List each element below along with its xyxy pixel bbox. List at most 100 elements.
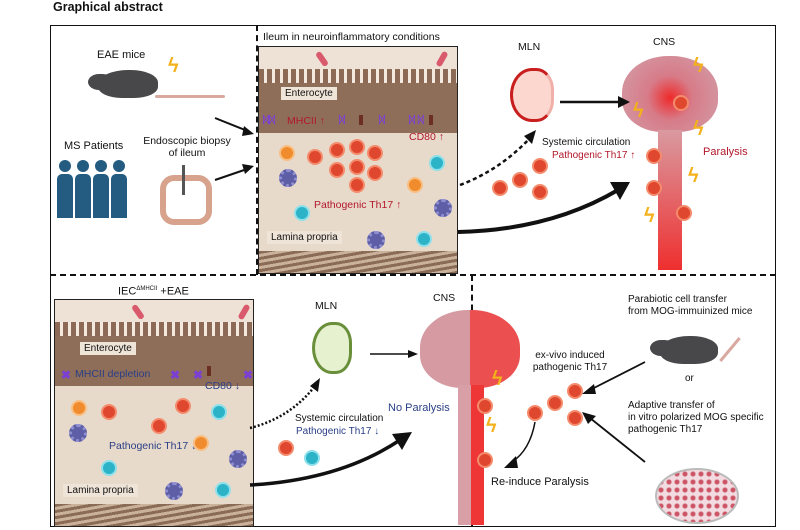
th17-cell-icon bbox=[676, 205, 692, 221]
th17-cell-icon bbox=[175, 398, 191, 414]
adaptive-line3: pathogenic Th17 bbox=[628, 424, 703, 435]
horizontal-divider bbox=[50, 274, 776, 276]
th17-cell-icon bbox=[477, 398, 493, 414]
t-cell-icon bbox=[211, 404, 227, 420]
pathogenic-th17-down-label: Pathogenic Th17 ↓ bbox=[109, 440, 197, 452]
cd80-up-label: CD80 ↑ bbox=[409, 131, 445, 143]
systemic-circulation-label-top: Systemic circulation bbox=[542, 137, 631, 148]
th17-cell-icon bbox=[349, 159, 365, 175]
th17-cell-icon bbox=[646, 180, 662, 196]
top-vertical-divider bbox=[256, 25, 258, 275]
mln-label-top: MLN bbox=[518, 41, 541, 53]
lightning-icon: ϟ bbox=[693, 118, 704, 140]
mln-label-bottom: MLN bbox=[315, 300, 338, 312]
cd80-down-label: CD80 ↓ bbox=[205, 380, 241, 392]
cns-label-bottom: CNS bbox=[433, 292, 456, 304]
lightning-icon: ϟ bbox=[486, 415, 497, 437]
brain-icon bbox=[622, 56, 718, 132]
eae-mice-label: EAE mice bbox=[97, 49, 146, 61]
th17-cell-icon bbox=[567, 383, 583, 399]
brain-icon-split bbox=[420, 310, 520, 388]
figure-title: Graphical abstract bbox=[53, 0, 163, 14]
or-label: or bbox=[685, 373, 694, 384]
adaptive-transfer-label: Adaptive transfer of in vitro polarized … bbox=[628, 400, 764, 436]
spinal-cord-icon bbox=[658, 130, 682, 270]
th17-cell-icon bbox=[646, 148, 662, 164]
adaptive-line2: in vitro polarized MOG specific bbox=[628, 412, 764, 423]
th17-cell-icon bbox=[307, 149, 323, 165]
mhcii-up-label: MHCII ↑ bbox=[287, 115, 325, 127]
depleted-mhcii-icon: ✖ bbox=[170, 368, 181, 382]
transfer-arrows bbox=[504, 361, 646, 468]
cns-label-top: CNS bbox=[653, 36, 676, 48]
depleted-mhcii-icon: ✖ bbox=[243, 368, 254, 382]
lightning-icon: ϟ bbox=[688, 165, 699, 187]
mhcii-depletion-label: MHCII depletion bbox=[75, 368, 151, 380]
t-cell-icon bbox=[279, 145, 295, 161]
enterocyte-label: Enterocyte bbox=[281, 87, 337, 100]
lightning-icon: ϟ bbox=[633, 100, 644, 122]
th17-cell-icon bbox=[477, 452, 493, 468]
th17-cell-icon bbox=[349, 139, 365, 155]
paralysis-label: Paralysis bbox=[703, 146, 748, 158]
exvivo-line2: pathogenic Th17 bbox=[532, 362, 608, 373]
adaptive-line1: Adaptive transfer of bbox=[628, 400, 715, 411]
depleted-mhcii-icon: ✖ bbox=[61, 368, 72, 382]
lamina-propria-label: Lamina propria bbox=[267, 231, 342, 244]
iec-mhcii-heading: IECΔMHCII +EAE bbox=[118, 283, 189, 298]
lightning-icon: ϟ bbox=[693, 55, 704, 77]
t-cell-icon bbox=[416, 231, 432, 247]
no-paralysis-label: No Paralysis bbox=[388, 402, 450, 414]
lightning-icon: ϟ bbox=[644, 205, 655, 227]
lymph-node-icon bbox=[510, 68, 554, 122]
dendritic-cell-icon bbox=[434, 199, 452, 217]
t-cell-icon bbox=[193, 435, 209, 451]
ileum-panel: Enterocyte ᛞᛞ MHCII ↑ ᛞ ᛞ ᛞ ᛞ CD80 ↑ Pat… bbox=[258, 46, 458, 274]
cd80-receptor-icon bbox=[207, 366, 211, 376]
th17-cell-icon bbox=[151, 418, 167, 434]
depleted-mhcii-icon: ✖ bbox=[193, 368, 204, 382]
pathogenic-th17-circ-up-label: Pathogenic Th17 ↑ bbox=[552, 150, 636, 161]
arrow-to-ileum bbox=[214, 117, 254, 181]
th17-cell-icon bbox=[532, 184, 548, 200]
parabiotic-line2: from MOG-immuinized mice bbox=[628, 306, 753, 317]
th17-cell-icon bbox=[532, 158, 548, 174]
pathogenic-th17-circ-down-label: Pathogenic Th17 ↓ bbox=[296, 426, 380, 437]
th17-cell-icon bbox=[527, 405, 543, 421]
th17-cell-icon bbox=[512, 172, 528, 188]
parabiotic-label: Parabiotic cell transfer from MOG-immuin… bbox=[628, 294, 752, 318]
mhcii-receptor-icon: ᛞ ᛞ bbox=[409, 115, 424, 126]
systemic-circulation-label-bottom: Systemic circulation bbox=[295, 413, 384, 424]
lamina-propria-label-knockout: Lamina propria bbox=[63, 484, 138, 497]
th17-cell-icon bbox=[492, 180, 508, 196]
bottom-flow-arrows bbox=[249, 350, 418, 487]
delta-mhcii-superscript: ΔMHCII bbox=[136, 286, 158, 292]
dendritic-cell-icon bbox=[165, 482, 183, 500]
t-cell-icon bbox=[407, 177, 423, 193]
top-flow-arrows bbox=[457, 96, 630, 234]
dendritic-cell-icon bbox=[279, 169, 297, 187]
th17-cell-icon bbox=[349, 177, 365, 193]
th17-cell-icon bbox=[329, 162, 345, 178]
th17-cell-icon bbox=[101, 404, 117, 420]
dendritic-cell-icon bbox=[367, 231, 385, 249]
cd80-receptor-icon bbox=[429, 115, 433, 125]
t-cell-icon bbox=[71, 400, 87, 416]
ileum-heading: Ileum in neuroinflammatory conditions bbox=[263, 31, 440, 43]
mhcii-receptor-icon: ᛞ bbox=[379, 115, 385, 126]
th17-cell-icon bbox=[567, 410, 583, 426]
t-cell-icon bbox=[294, 205, 310, 221]
cd80-receptor-icon bbox=[359, 115, 363, 125]
lightning-icon: ϟ bbox=[168, 55, 179, 77]
t-cell-icon bbox=[429, 155, 445, 171]
dendritic-cell-icon bbox=[229, 450, 247, 468]
eae-label: +EAE bbox=[157, 285, 189, 298]
petri-dish-icon bbox=[655, 468, 739, 524]
enterocyte-label-knockout: Enterocyte bbox=[80, 342, 136, 355]
mhcii-receptor-icon: ᛞᛞ bbox=[263, 115, 275, 126]
biopsy-label: Endoscopic biopsy of ileum bbox=[143, 135, 231, 159]
t-cell-icon bbox=[215, 482, 231, 498]
th17-cell-icon bbox=[329, 142, 345, 158]
exvivo-label: ex-vivo induced pathogenic Th17 bbox=[525, 350, 615, 374]
t-cell-icon bbox=[101, 460, 117, 476]
